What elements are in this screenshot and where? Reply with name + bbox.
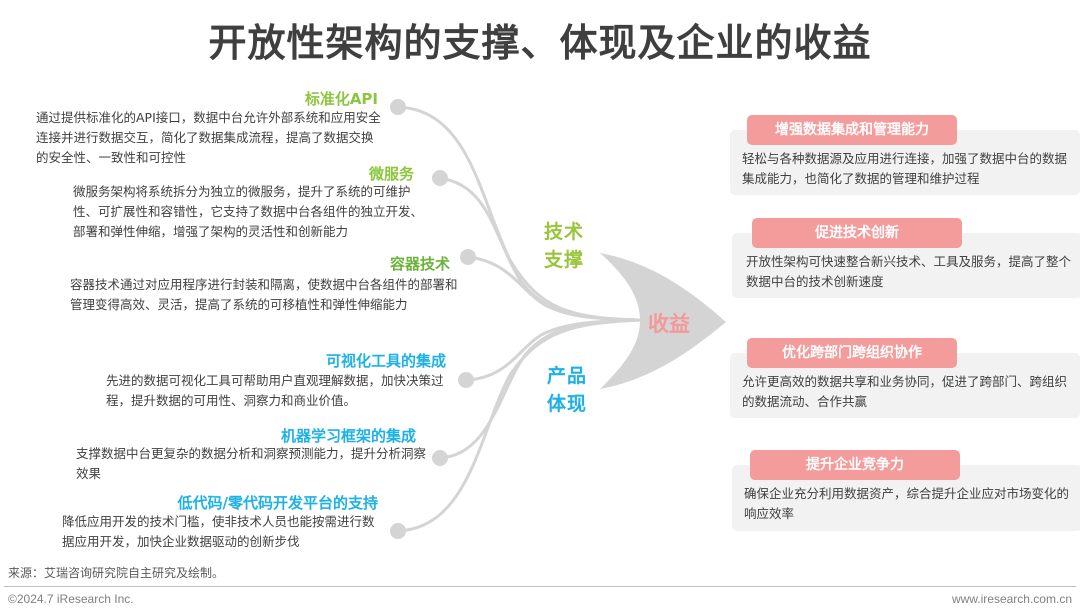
- connector-line-lowcode: [396, 318, 642, 533]
- source-note: 来源：艾瑞咨询研究院自主研究及绘制。: [8, 566, 225, 580]
- item-description: 支撑数据中台更复杂的数据分析和洞察预测能力，提升分析洞察效果: [76, 446, 427, 481]
- page-title: 开放性架构的支撑、体现及企业的收益: [208, 21, 872, 65]
- benefit-tag: 增强数据集成和管理能力: [747, 115, 957, 145]
- benefit-arrow-shape: [600, 253, 726, 389]
- item-heading: 机器学习框架的集成: [280, 427, 416, 445]
- category-line: 技术: [544, 221, 585, 243]
- item-description: 通过提供标准化的API接口，数据中台允许外部系统和应用安全连接并进行数据交互，简…: [36, 110, 381, 165]
- node-dot-ml: [432, 450, 448, 466]
- category-line: 体现: [547, 393, 588, 415]
- category-line: 支撑: [544, 249, 585, 271]
- benefit-tag: 促进技术创新: [752, 218, 962, 248]
- benefit-tag: 优化跨部门跨组织协作: [747, 338, 957, 368]
- category-product-embodiment: 产品 体现: [547, 362, 587, 418]
- node-dot-microservice: [432, 170, 448, 186]
- item-heading: 可视化工具的集成: [325, 352, 446, 370]
- node-dot-visualization: [458, 372, 474, 388]
- benefit-description: 允许更高效的数据共享和业务协同，促进了跨部门、跨组织的数据流动、合作共赢: [742, 374, 1068, 409]
- website-link[interactable]: www.iresearch.com.cn: [951, 592, 1072, 606]
- item-description: 微服务架构将系统拆分为独立的微服务，提升了系统的可维护性、可扩展性和容错性，它支…: [73, 184, 424, 239]
- connector-line-ml: [438, 318, 642, 460]
- benefit-description: 开放性架构可快速整合新兴技术、工具及服务，提高了整个数据中台的技术创新速度: [746, 254, 1072, 289]
- item-heading: 标准化API: [304, 90, 378, 108]
- category-tech-support: 技术 支撑: [544, 218, 584, 274]
- benefit-description: 确保企业充分利用数据资产，综合提升企业应对市场变化的响应效率: [744, 486, 1070, 521]
- node-dot-lowcode: [390, 523, 406, 539]
- connector-line-container: [466, 255, 642, 322]
- node-dot-container: [460, 249, 476, 265]
- item-description: 先进的数据可视化工具可帮助用户直观理解数据，加快决策过程，提升数据的可用性、洞察…: [106, 373, 444, 408]
- benefit-tag: 提升企业竞争力: [750, 450, 960, 480]
- item-heading: 微服务: [368, 165, 414, 183]
- item-heading: 低代码/零代码开发平台的支持: [177, 494, 378, 512]
- copyright: ©2024.7 iResearch Inc.: [8, 592, 134, 606]
- item-heading: 容器技术: [389, 255, 450, 273]
- item-description: 降低应用开发的技术门槛，使非技术人员也能按需进行数据应用开发，加快企业数据驱动的…: [62, 514, 375, 549]
- item-description: 容器技术通过对应用程序进行封装和隔离，使数据中台各组件的部署和管理变得高效、灵活…: [70, 277, 458, 312]
- node-dot-api: [390, 99, 406, 115]
- category-line: 产品: [547, 365, 588, 387]
- benefit-description: 轻松与各种数据源及应用进行连接，加强了数据中台的数据集成能力，也简化了数据的管理…: [742, 151, 1068, 186]
- footer-divider: [4, 586, 1076, 587]
- center-benefit-label: 收益: [648, 312, 690, 336]
